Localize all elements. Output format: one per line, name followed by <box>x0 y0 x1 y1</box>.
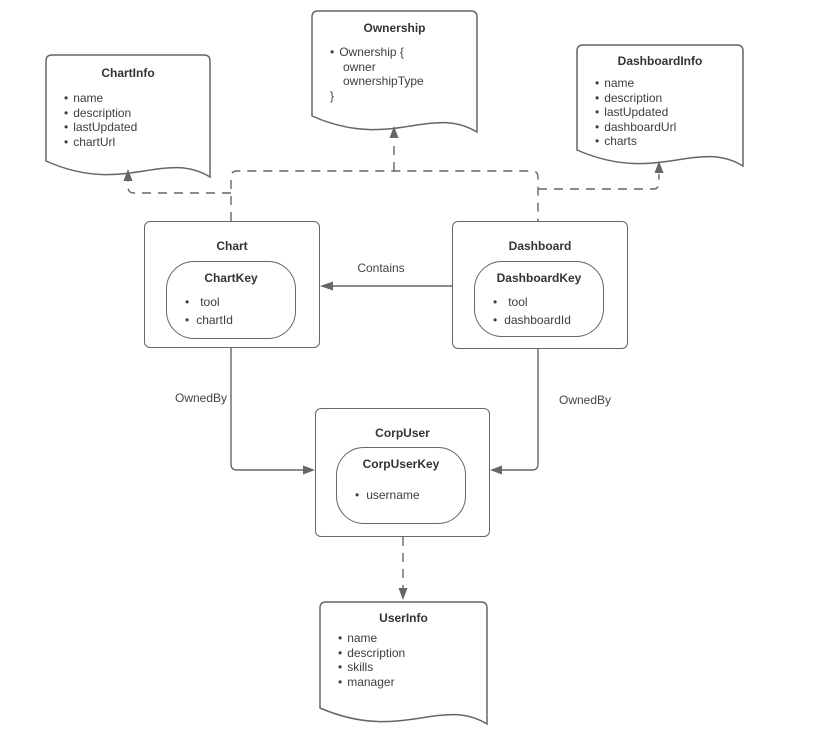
chart-ownedby-arrowhead <box>303 465 315 475</box>
dashboard-ownedby-edge-label: OwnedBy <box>558 393 612 407</box>
dashboardinfo-field: charts <box>577 134 743 149</box>
userinfo-aspect-arrowhead <box>398 588 408 600</box>
dashboardinfo-aspect-arrowhead <box>654 161 664 173</box>
dashboard-ownedby-edge-line <box>502 349 539 471</box>
ownership-line: Ownership { <box>312 45 477 60</box>
userinfo-fields: name description skills manager <box>320 631 487 689</box>
chartinfo-aspect-dashed-line <box>127 181 231 194</box>
dashboardkey-field: tool <box>493 293 603 311</box>
userinfo-field: name <box>320 631 487 646</box>
ownership-doc: Ownership Ownership { owner ownershipTyp… <box>312 11 477 133</box>
ownership-lines: Ownership { owner ownershipType } <box>312 45 477 103</box>
dashboard-entity: Dashboard DashboardKey tool dashboardId <box>452 221 628 349</box>
userinfo-field: manager <box>320 675 487 690</box>
dashboardkey-title: DashboardKey <box>496 271 582 285</box>
userinfo-field: description <box>320 646 487 661</box>
userinfo-title: UserInfo <box>379 611 428 625</box>
chart-ownedby-edge-label: OwnedBy <box>174 391 228 405</box>
dashboardinfo-fields: name description lastUpdated dashboardUr… <box>577 76 743 149</box>
chart-ownedby-edge-line <box>230 348 303 471</box>
userinfo-field: skills <box>320 660 487 675</box>
chartkey-title: ChartKey <box>204 271 258 285</box>
contains-arrowhead <box>320 281 333 291</box>
chartinfo-field: chartUrl <box>46 135 210 150</box>
aspect-bus-dashed-line <box>230 170 539 221</box>
corpuserkey-title: CorpUserKey <box>362 457 440 471</box>
chartinfo-field: lastUpdated <box>46 120 210 135</box>
dashboardinfo-field: description <box>577 91 743 106</box>
chart-entity-title: Chart <box>216 239 248 253</box>
corpuserkey-field: username <box>355 486 465 504</box>
chartkey-field: chartId <box>185 311 295 329</box>
dashboardkey-box: DashboardKey tool dashboardId <box>474 261 604 337</box>
corpuser-entity-title: CorpUser <box>375 426 430 440</box>
chartkey-field: tool <box>185 293 295 311</box>
dashboardinfo-doc: DashboardInfo name description lastUpdat… <box>577 45 743 167</box>
chart-entity: Chart ChartKey tool chartId <box>144 221 320 348</box>
chartinfo-doc: ChartInfo name description lastUpdated c… <box>46 55 210 178</box>
dashboardkey-field: dashboardId <box>493 311 603 329</box>
corpuserkey-fields: username <box>337 486 465 504</box>
contains-edge-label: Contains <box>357 261 405 275</box>
chartinfo-field: name <box>46 91 210 106</box>
corpuser-entity: CorpUser CorpUserKey username <box>315 408 490 537</box>
ownership-aspect-arrowhead <box>389 126 399 138</box>
chartkey-box: ChartKey tool chartId <box>166 261 296 339</box>
ownership-line: ownershipType <box>343 74 424 89</box>
chartinfo-field: description <box>46 106 210 121</box>
ownership-title: Ownership <box>363 21 426 35</box>
dashboardinfo-field: lastUpdated <box>577 105 743 120</box>
dashboardinfo-aspect-dashed-line <box>538 174 660 190</box>
chartinfo-title: ChartInfo <box>101 66 155 80</box>
chartinfo-fields: name description lastUpdated chartUrl <box>46 91 210 149</box>
dashboardinfo-field: name <box>577 76 743 91</box>
corpuserkey-box: CorpUserKey username <box>336 447 466 524</box>
chartkey-fields: tool chartId <box>167 293 295 329</box>
ownership-line: } <box>330 88 335 103</box>
dashboardinfo-title: DashboardInfo <box>617 54 703 68</box>
chartinfo-aspect-arrowhead <box>123 169 133 181</box>
ownership-line: owner <box>343 59 376 74</box>
dashboardinfo-field: dashboardUrl <box>577 120 743 135</box>
dashboard-entity-title: Dashboard <box>508 239 572 253</box>
dashboard-ownedby-arrowhead <box>490 465 502 475</box>
ownership-doc-shape <box>311 10 478 134</box>
dashboardkey-fields: tool dashboardId <box>475 293 603 329</box>
userinfo-doc: UserInfo name description skills manager <box>320 602 487 725</box>
